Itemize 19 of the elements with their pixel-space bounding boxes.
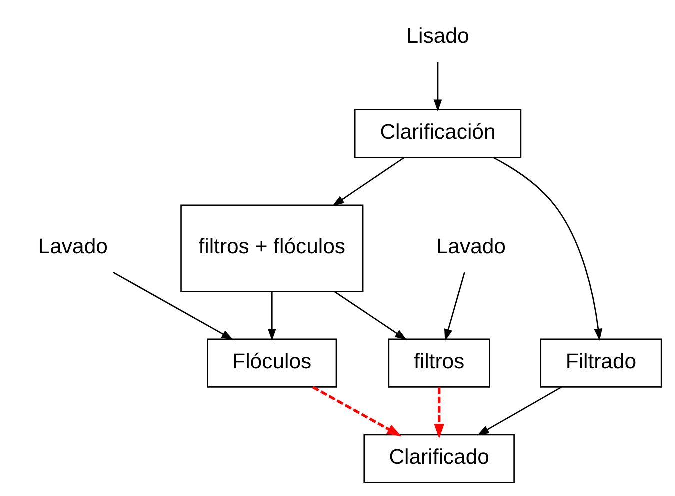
node-box: Clarificación	[354, 108, 522, 158]
node-box: filtros + flóculos	[180, 204, 364, 292]
node-box: Clarificado	[364, 434, 515, 483]
arrow	[334, 290, 408, 340]
arrow	[312, 386, 402, 436]
arrow	[477, 386, 562, 436]
node-box: filtros	[388, 338, 490, 388]
node-text: Lavado	[38, 235, 108, 258]
node-text: Lisado	[406, 24, 470, 48]
arrow	[332, 156, 405, 206]
arrow	[113, 271, 234, 340]
node-text: Lavado	[436, 235, 506, 258]
arrow	[434, 387, 444, 438]
arrow	[434, 62, 442, 112]
arrow	[493, 156, 603, 340]
node-box: Flóculos	[207, 338, 338, 388]
node-box: Filtrado	[540, 338, 662, 388]
arrow	[444, 272, 466, 341]
arrow	[268, 292, 276, 340]
